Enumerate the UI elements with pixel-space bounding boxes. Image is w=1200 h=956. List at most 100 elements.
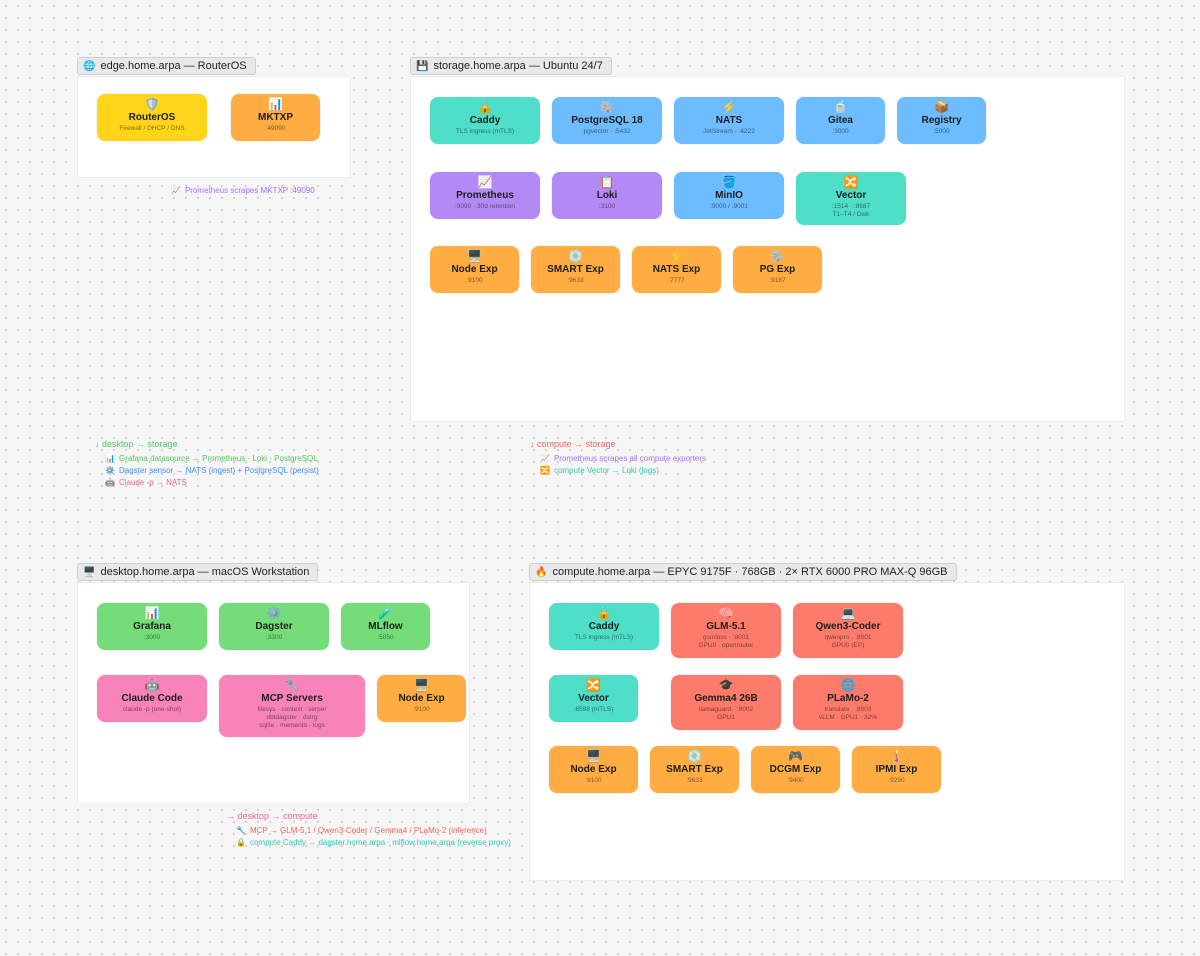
node-subtitle: :9000 / :9001	[710, 203, 748, 210]
node-postgresql[interactable]: 🐘 PostgreSQL 18 pgvector · :5432	[552, 97, 662, 144]
node-caddy-compute[interactable]: 🔒 Caddy TLS ingress (mTLS)	[549, 603, 659, 650]
lock-icon: 🔒	[596, 606, 612, 620]
node-smart-exp-compute[interactable]: 💿 SMART Exp :9633	[650, 746, 739, 793]
node-subtitle: pgvector · :5432	[583, 128, 631, 135]
chart-up-icon: 📈	[171, 186, 181, 195]
node-title: Loki	[596, 190, 618, 201]
node-pg-exp[interactable]: 🐘 PG Exp :9187	[733, 246, 822, 293]
node-title: GLM-5.1	[706, 621, 746, 632]
node-title: SMART Exp	[547, 264, 604, 275]
node-title: Node Exp	[451, 264, 498, 275]
node-smart-exp-storage[interactable]: 💿 SMART Exp :9633	[531, 246, 620, 293]
node-plamo[interactable]: 🌐 PLaMo-2 translate · :8003 vLLM · GPU1 …	[793, 675, 903, 730]
chart-icon: 📊	[144, 606, 160, 620]
monitor-icon: 🖥️	[586, 749, 601, 763]
node-mcp-servers[interactable]: 🔧 MCP Servers filesys · context · serper…	[219, 675, 365, 737]
gamepad-icon: 🎮	[788, 749, 803, 763]
robot-icon: 🤖	[144, 678, 160, 692]
elephant-icon: 🐘	[599, 100, 615, 114]
note-text: Claude -p → NATS	[118, 478, 187, 487]
disk-icon: 💿	[687, 749, 702, 763]
tea-icon: 🍵	[833, 100, 848, 114]
node-gemma4[interactable]: 🎓 Gemma4 26B llamaguard · :8002 GPU1	[671, 675, 781, 730]
node-node-exp-desktop[interactable]: 🖥️ Node Exp :9100	[377, 675, 466, 722]
node-glm[interactable]: 🧠 GLM-5.1 gsmloss · :8001 GPU0 · openrou…	[671, 603, 781, 658]
node-subtitle: :9400	[787, 777, 804, 784]
node-subtitle: :9100	[413, 706, 430, 713]
node-subtitle: :3300	[265, 634, 283, 641]
test-tube-icon: 🧪	[378, 606, 393, 620]
gear-icon: ⚙️	[105, 466, 115, 475]
node-subtitle: :5000	[933, 128, 950, 135]
node-registry[interactable]: 📦 Registry :5000	[897, 97, 986, 144]
node-title: SMART Exp	[666, 764, 723, 775]
globe-icon: 🌐	[83, 61, 96, 72]
bucket-icon: 🪣	[721, 175, 737, 189]
node-subtitle: :3000	[832, 128, 849, 135]
node-subtitle: :9187	[769, 277, 786, 284]
note-edge-prometheus: 📈Prometheus scrapes MKTXP :49090	[171, 185, 315, 196]
note-text: compute Caddy → dagster.home.arpa · mlfl…	[249, 838, 511, 847]
monitor-icon: 🖥️	[467, 249, 482, 263]
laptop-icon: 💻	[840, 606, 856, 620]
node-grafana[interactable]: 📊 Grafana :3000	[97, 603, 207, 650]
node-gitea[interactable]: 🍵 Gitea :3000	[796, 97, 885, 144]
node-ipmi-exp[interactable]: 🌡️ IPMI Exp :9290	[852, 746, 941, 793]
node-title: Vector	[578, 693, 609, 704]
node-node-exp-storage[interactable]: 🖥️ Node Exp :9100	[430, 246, 519, 293]
node-title: Node Exp	[398, 693, 445, 704]
node-mlflow[interactable]: 🧪 MLflow :5050	[341, 603, 430, 650]
graduation-cap-icon: 🎓	[718, 678, 734, 692]
node-title: Gemma4 26B	[694, 693, 758, 704]
node-subtitle: :1514 · :8687 T1–T4 / Disk	[831, 203, 871, 218]
node-subtitle: JetStream · :4222	[703, 128, 755, 135]
node-vector-storage[interactable]: 🔀 Vector :1514 · :8687 T1–T4 / Disk	[796, 172, 906, 225]
disk-icon: 💿	[568, 249, 583, 263]
gear-icon: ⚙️	[266, 606, 282, 620]
node-nats[interactable]: ⚡ NATS JetStream · :4222	[674, 97, 784, 144]
note-desktop-storage-header: ↓ desktop → storage	[95, 439, 178, 449]
node-title: Prometheus	[456, 190, 514, 201]
note-text: Grafana datasource → Prometheus · Loki ·…	[118, 454, 318, 463]
node-minio[interactable]: 🪣 MinIO :9000 / :9001	[674, 172, 784, 219]
node-nats-exp[interactable]: ⚡ NATS Exp :7777	[632, 246, 721, 293]
node-subtitle: translate · :8003 vLLM · GPU1 · 32%	[818, 706, 878, 721]
node-title: Vector	[835, 190, 867, 201]
node-subtitle: qwenpro · :8001 GPU0 (EP)	[824, 634, 872, 649]
node-subtitle: filesys · context · serper dbtdagster · …	[257, 706, 327, 729]
node-subtitle: claude -p (one-shot)	[122, 706, 182, 713]
node-title: MinIO	[715, 190, 743, 201]
group-label-desktop: 🖥️desktop.home.arpa — macOS Workstation	[77, 563, 319, 581]
node-subtitle: gsmloss · :8001 GPU0 · openrouter	[698, 634, 754, 649]
monitor-icon: 🖥️	[83, 567, 96, 578]
node-title: DCGM Exp	[769, 764, 822, 775]
node-dagster[interactable]: ⚙️ Dagster :3300	[219, 603, 329, 650]
chart-up-icon: 📈	[540, 454, 550, 463]
node-qwen3-coder[interactable]: 💻 Qwen3-Coder qwenpro · :8001 GPU0 (EP)	[793, 603, 903, 658]
node-prometheus[interactable]: 📈 Prometheus :9090 · 30d retention	[430, 172, 540, 219]
node-mktxp[interactable]: 📊 MKTXP :49090	[231, 94, 320, 141]
note-text: Prometheus scrapes MKTXP :49090	[184, 186, 315, 195]
node-subtitle: :9633	[567, 277, 584, 284]
note-text: Dagster sensor → NATS (ingest) + Postgre…	[118, 466, 319, 475]
note-compute-storage-header: ↓ compute → storage	[530, 439, 616, 449]
lock-icon: 🔒	[477, 100, 493, 114]
node-node-exp-compute[interactable]: 🖥️ Node Exp :9100	[549, 746, 638, 793]
group-label-storage: 💾storage.home.arpa — Ubuntu 24/7	[410, 57, 612, 75]
note-desktop-storage-line-2: ⚙️Dagster sensor → NATS (ingest) + Postg…	[105, 465, 319, 476]
node-loki[interactable]: 📋 Loki :3100	[552, 172, 662, 219]
node-caddy-storage[interactable]: 🔒 Caddy TLS ingress (mTLS)	[430, 97, 540, 144]
node-dcgm-exp[interactable]: 🎮 DCGM Exp :9400	[751, 746, 840, 793]
globe-icon: 🌐	[840, 678, 856, 692]
note-desktop-compute-line-2: 🔒compute Caddy → dagster.home.arpa · mlf…	[236, 837, 511, 848]
clipboard-icon: 📋	[599, 175, 615, 189]
thermometer-icon: 🌡️	[889, 749, 904, 763]
group-label-compute: 🔥compute.home.arpa — EPYC 9175F · 768GB …	[529, 563, 957, 581]
node-subtitle: :49090	[265, 125, 286, 132]
node-claude-code[interactable]: 🤖 Claude Code claude -p (one-shot)	[97, 675, 207, 722]
wrench-icon: 🔧	[284, 678, 300, 692]
node-routeros[interactable]: 🛡️ RouterOS Firewall / DHCP / DNS	[97, 94, 207, 141]
brain-icon: 🧠	[718, 606, 734, 620]
node-title: Node Exp	[570, 764, 617, 775]
node-vector-compute[interactable]: 🔀 Vector :6598 (mTLS)	[549, 675, 638, 722]
